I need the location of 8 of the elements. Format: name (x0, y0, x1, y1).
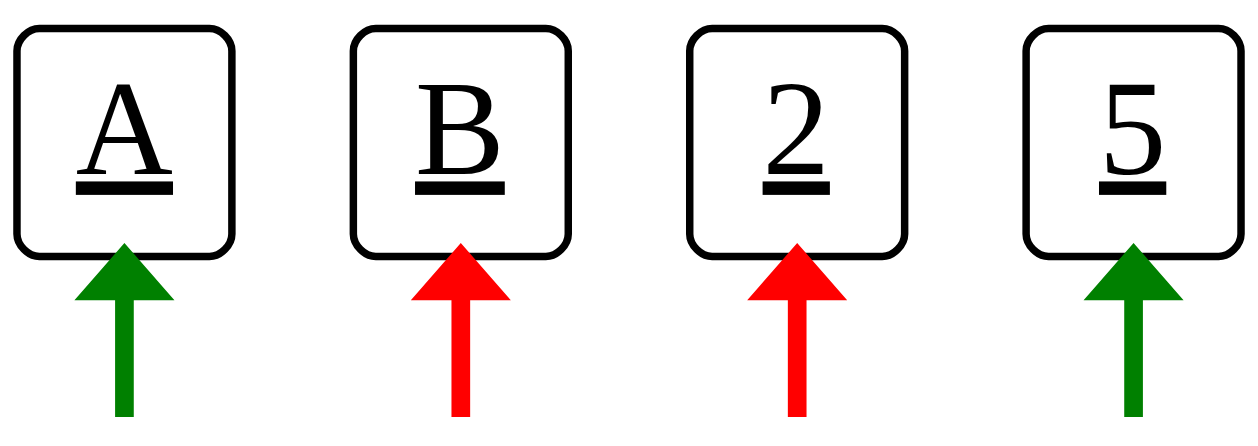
node-box: A (13, 24, 236, 260)
arrow (74, 242, 175, 417)
arrow (410, 242, 511, 417)
arrow (747, 242, 848, 417)
arrow (1083, 242, 1184, 417)
node-box: 2 (686, 24, 909, 260)
node-box: 5 (1022, 24, 1245, 260)
node-box: B (349, 24, 572, 260)
